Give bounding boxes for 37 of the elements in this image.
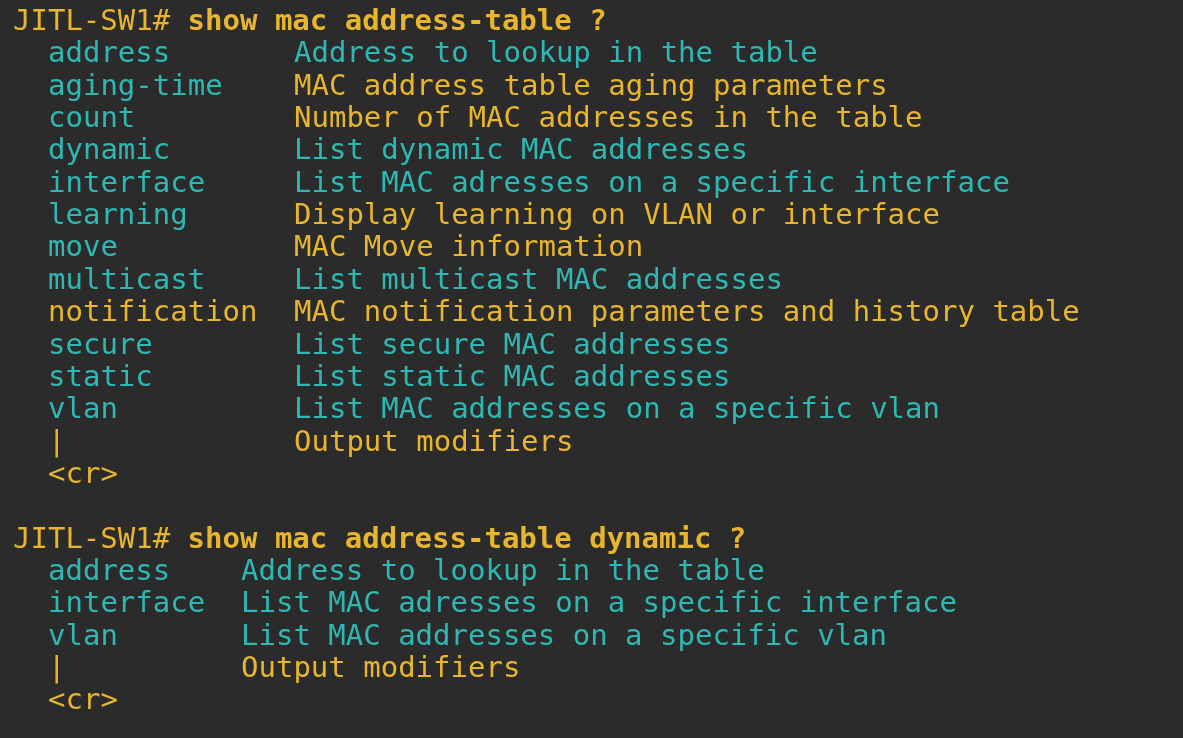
command-keyword: vlan bbox=[48, 618, 118, 651]
command-keyword: secure bbox=[48, 327, 153, 360]
command-description: Address to lookup in the table bbox=[294, 36, 818, 69]
command-description: List MAC adresses on a specific interface bbox=[294, 165, 1010, 198]
command-keyword: interface bbox=[48, 586, 206, 619]
command-keyword: address bbox=[48, 36, 171, 69]
command-description: List dynamic MAC addresses bbox=[294, 133, 748, 166]
prompt-line: JITL-SW1# show mac address-table ? bbox=[13, 4, 607, 36]
command-keyword: notification bbox=[48, 295, 258, 328]
command-description: MAC Move information bbox=[294, 230, 644, 263]
command-keyword: dynamic bbox=[48, 133, 171, 166]
command-description: List MAC addresses on a specific vlan bbox=[294, 392, 940, 425]
command-description: List MAC addresses on a specific vlan bbox=[241, 618, 887, 651]
command-description: Number of MAC addresses in the table bbox=[294, 101, 923, 134]
command-keyword: | bbox=[48, 651, 66, 683]
command-description: MAC notification parameters and history table bbox=[294, 295, 1080, 328]
command-description: Address to lookup in the table bbox=[241, 553, 765, 586]
command-description: List secure MAC addresses bbox=[294, 327, 731, 360]
command-keyword: aging-time bbox=[48, 68, 223, 101]
command-keyword: <cr> bbox=[48, 683, 118, 716]
command-keyword: interface bbox=[48, 165, 206, 198]
command-keyword: move bbox=[48, 230, 118, 263]
command-keyword: | bbox=[48, 424, 66, 457]
command-keyword: multicast bbox=[48, 262, 206, 295]
command-keyword: static bbox=[48, 359, 153, 392]
command-description: Display learning on VLAN or interface bbox=[294, 198, 940, 231]
command-description: List MAC adresses on a specific interface bbox=[241, 586, 957, 619]
prompt-line: JITL-SW1# show mac address-table dynamic ? bbox=[13, 521, 747, 554]
command-description: Output modifiers bbox=[294, 424, 574, 457]
command-keyword: count bbox=[48, 101, 136, 134]
command-description: Output modifiers bbox=[241, 651, 521, 683]
command-keyword: learning bbox=[48, 198, 188, 231]
command-description: List static MAC addresses bbox=[294, 359, 731, 392]
command-description: MAC address table aging parameters bbox=[294, 68, 888, 101]
command-keyword: address bbox=[48, 553, 171, 586]
command-description: List multicast MAC addresses bbox=[294, 262, 783, 295]
command-keyword: vlan bbox=[48, 392, 118, 425]
